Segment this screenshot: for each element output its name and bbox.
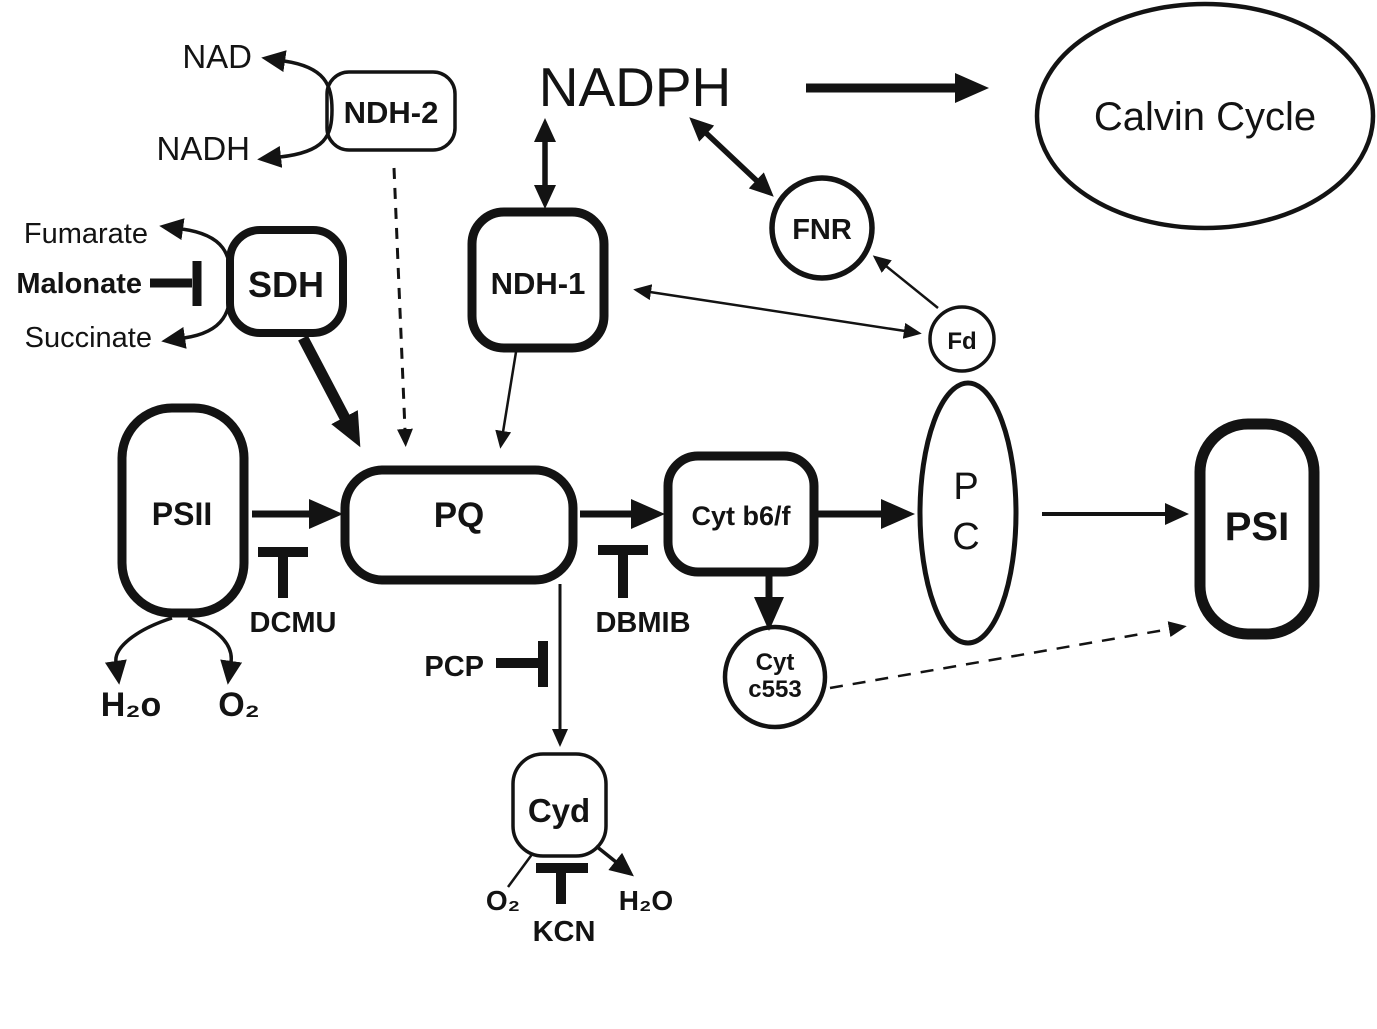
cyt-c553-label-line2: c553	[748, 676, 801, 703]
cyt-b6f-label: Cyt b6/f	[691, 501, 791, 531]
calvin-cycle-label: Calvin Cycle	[1094, 95, 1316, 139]
pc-label-line2: C	[952, 516, 979, 558]
fnr-circle	[769, 175, 875, 281]
fd-to-fnr-arrow	[872, 255, 939, 309]
cyd-o2-line	[506, 852, 535, 888]
ndh1-to-pq-arrow	[495, 351, 518, 449]
h2o-psii-label: H₂o	[101, 686, 161, 724]
fumarate-label: Fumarate	[24, 218, 148, 250]
sdh-label: SDH	[248, 264, 324, 305]
o2-psii-label: O₂	[218, 686, 260, 724]
cyd-label: Cyd	[528, 792, 590, 829]
sdh-to-pq-arrow	[298, 335, 361, 448]
pq-label: PQ	[434, 496, 485, 535]
cyt-b6f-box	[663, 451, 819, 577]
fnr-label: FNR	[792, 214, 852, 246]
nadph-fnr-double-arrow	[689, 117, 774, 197]
pq-box	[340, 465, 578, 585]
pcp-label: PCP	[424, 651, 484, 683]
fd-circle	[928, 305, 996, 373]
pcp-inhibition-tbar	[496, 641, 548, 687]
h2o-cyd-label: H₂O	[619, 885, 673, 916]
o2-cyd-label: O₂	[486, 885, 520, 916]
dbmib-inhibition-tbar	[598, 545, 648, 598]
psi-label: PSI	[1225, 505, 1289, 549]
kcn-inhibition-tbar	[536, 863, 588, 904]
psii-label: PSII	[152, 496, 212, 532]
ndh1-label: NDH-1	[491, 266, 586, 301]
psii-to-h2o-arc-arrow	[104, 616, 173, 685]
cyd-box	[511, 752, 608, 858]
cyt-c553-label-line1: Cyt	[756, 649, 795, 676]
pc-ellipse	[917, 380, 1019, 646]
nadph-label: NADPH	[539, 56, 732, 118]
psii-box	[117, 403, 249, 618]
kcn-label: KCN	[533, 916, 596, 948]
ndh1-box	[467, 207, 609, 353]
ndh2-nad-nadh-arc-arrow	[257, 50, 334, 168]
cytc553-to-psi-dashed-arrow	[829, 621, 1187, 690]
malonate-label: Malonate	[16, 268, 142, 300]
dcmu-label: DCMU	[250, 607, 337, 639]
cyd-to-h2o-arrow	[594, 844, 634, 877]
psii-to-o2-arc-arrow	[187, 616, 243, 685]
ndh2-label: NDH-2	[344, 95, 439, 130]
dcmu-inhibition-tbar	[258, 547, 308, 598]
ndh2-box	[325, 70, 457, 152]
ndh1-fd-double-arrow	[633, 284, 922, 339]
fd-label: Fd	[947, 328, 976, 355]
dbmib-label: DBMIB	[595, 607, 690, 639]
sdh-fumarate-succinate-arc-arrow	[159, 218, 233, 349]
pc-label-line1: P	[953, 466, 978, 508]
psi-box	[1194, 418, 1320, 640]
calvin-cycle-ellipse	[1034, 1, 1376, 231]
nadh-label: NADH	[156, 130, 250, 167]
nad-label: NAD	[182, 38, 252, 75]
succinate-label: Succinate	[25, 322, 152, 354]
ndh2-to-pq-dashed-arrow	[392, 167, 413, 447]
malonate-inhibition-tbar	[150, 261, 202, 306]
